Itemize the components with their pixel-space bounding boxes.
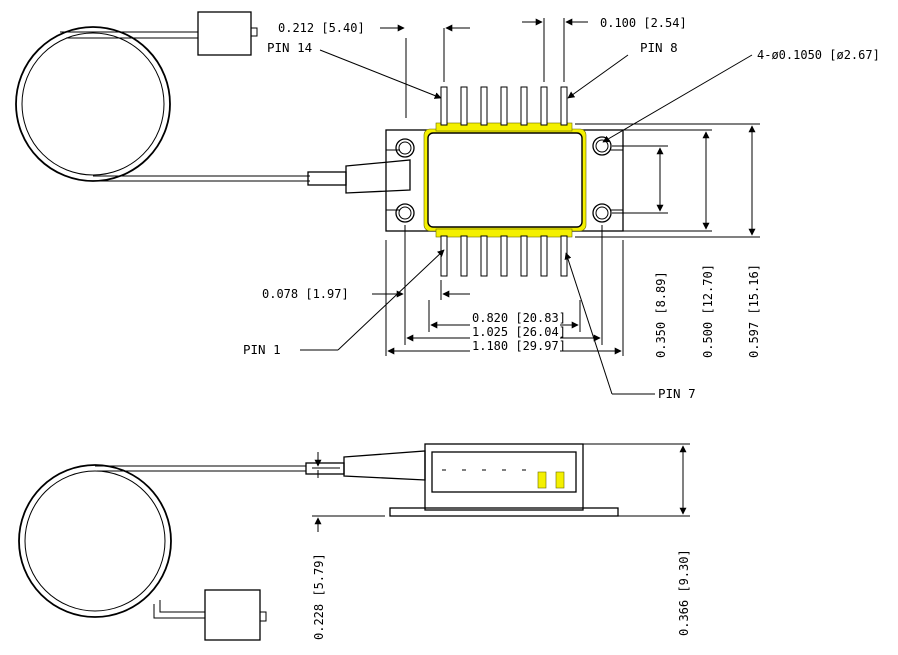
dim-366-text: 0.366 [9.30] [677, 549, 691, 636]
fiber-boot-top [307, 159, 411, 194]
mounting-holes [395, 136, 612, 223]
dim-1025-text: 1.025 [26.04] [472, 325, 566, 339]
dim-820-text: 0.820 [20.83] [472, 311, 566, 325]
pin14-label: PIN 14 [267, 40, 312, 55]
pin-row-bottom [435, 228, 573, 277]
dim-pin-width-text: 0.078 [1.97] [262, 287, 349, 301]
top-view: 0.212 [5.40] PIN 14 0.100 [2.54] PIN 8 4… [15, 11, 880, 401]
fiber-connector-top [197, 11, 258, 56]
pin1-label: PIN 1 [243, 342, 281, 357]
dim-500-text: 0.500 [12.70] [701, 264, 715, 358]
leader-lines [300, 49, 753, 395]
dim-1180-text: 1.180 [29.97] [472, 339, 566, 353]
dim-pin-pitch-left-text: 0.212 [5.40] [278, 21, 365, 35]
dim-pin-pitch [380, 18, 588, 118]
package-side [389, 443, 619, 517]
holes-label: 4-ø0.1050 [ø2.67] [757, 48, 880, 62]
fiber-boot-side [305, 450, 426, 481]
side-view: 0.228 [5.79] 0.366 [9.30] [18, 443, 691, 641]
dim-597-text: 0.597 [15.16] [747, 264, 761, 358]
pin7-label: PIN 7 [658, 386, 696, 401]
dim-pin-pitch-right-text: 0.100 [2.54] [600, 16, 687, 30]
dim-vertical-right [575, 123, 760, 238]
dim-horizontal-bottom [372, 225, 624, 356]
fiber-coil-side [18, 464, 306, 619]
dim-350-text: 0.350 [8.89] [654, 271, 668, 358]
package-body [423, 128, 587, 232]
pin8-label: PIN 8 [640, 40, 678, 55]
fiber-coil-top [15, 26, 310, 182]
dim-side [312, 443, 690, 532]
pin-row-top [435, 86, 573, 132]
dim-228-text: 0.228 [5.79] [312, 553, 326, 640]
fiber-connector-side [204, 589, 267, 641]
